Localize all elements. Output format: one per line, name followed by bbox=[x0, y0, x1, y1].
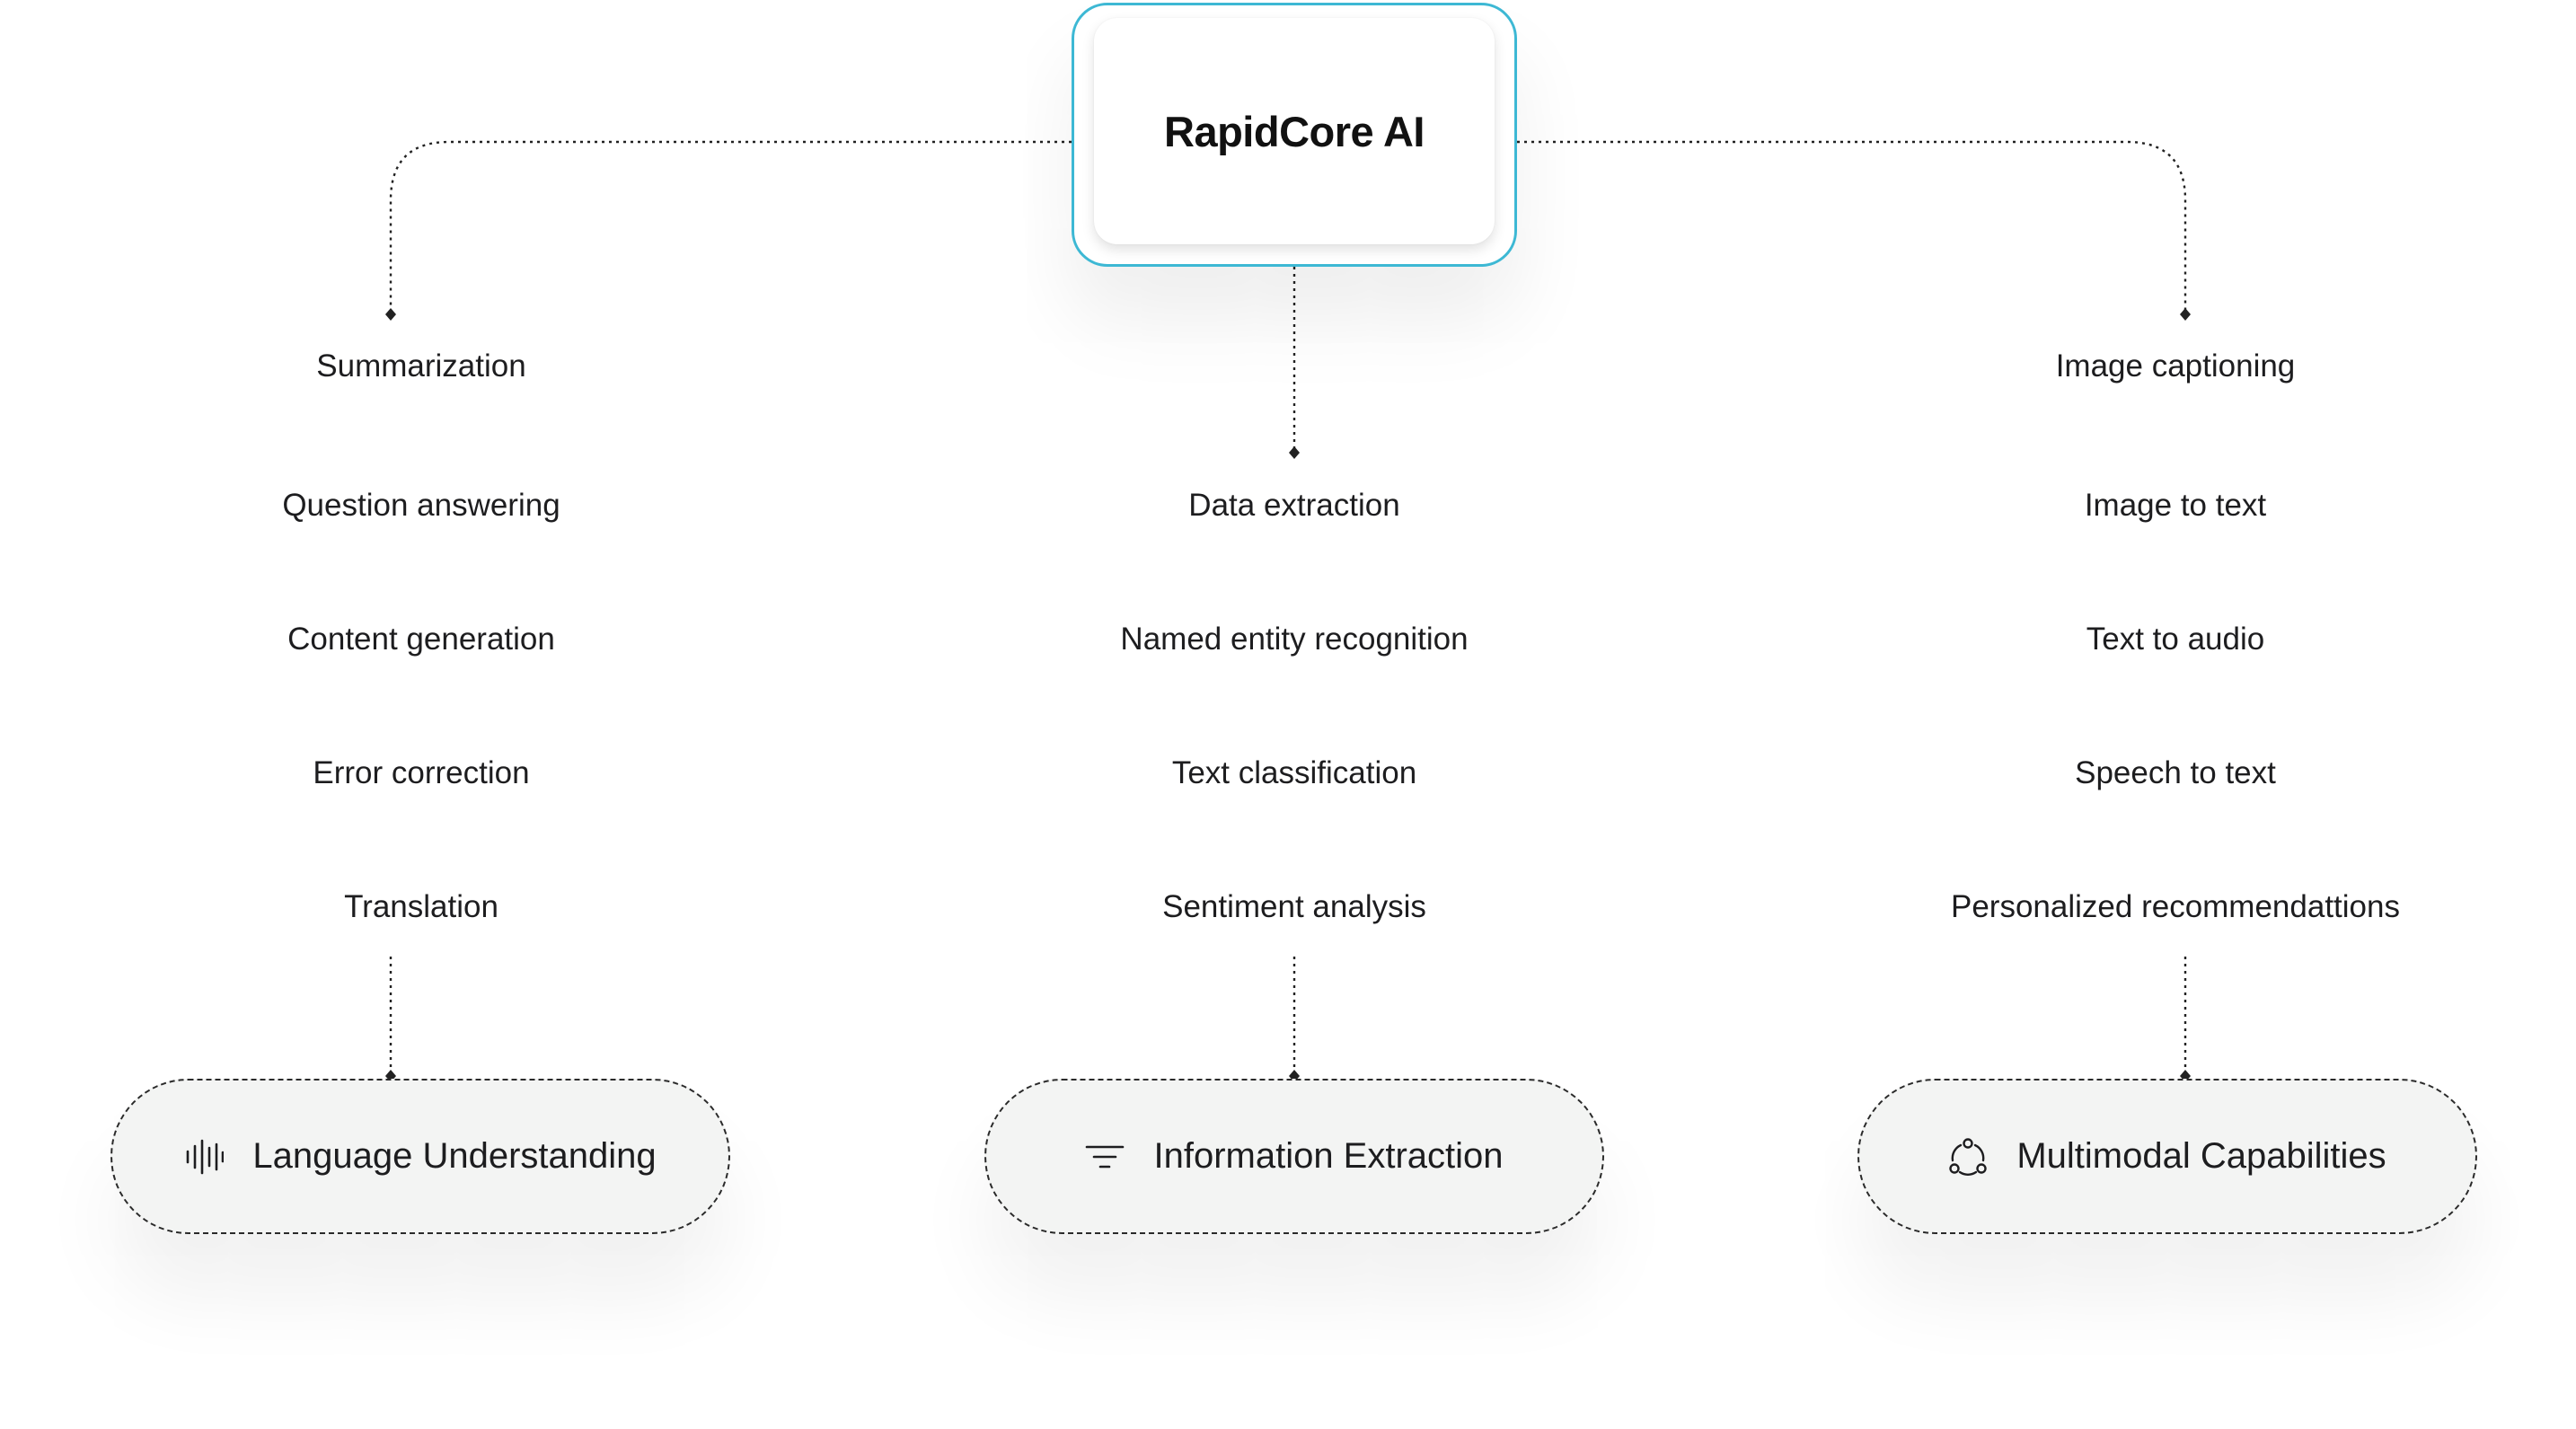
soundwave-icon bbox=[187, 1139, 225, 1174]
category-multimodal-capabilities: Multimodal Capabilities bbox=[1857, 1079, 2477, 1234]
feature-item: Error correction bbox=[313, 755, 530, 790]
feature-item: Image captioning bbox=[2055, 348, 2296, 384]
category-label: Language Understanding bbox=[252, 1136, 657, 1176]
network-nodes-icon bbox=[1949, 1137, 1988, 1176]
category-label: Information Extraction bbox=[1153, 1136, 1504, 1176]
connector-root-right bbox=[1517, 140, 2187, 314]
feature-item: Personalized recommendattions bbox=[1951, 889, 2400, 924]
arrowhead-left bbox=[385, 308, 396, 321]
filter-lines-icon bbox=[1086, 1145, 1125, 1168]
feature-item: Content generation bbox=[287, 622, 555, 657]
root-node-card: RapidCore AI bbox=[1094, 18, 1495, 244]
feature-item: Image to text bbox=[2084, 488, 2267, 523]
connector-root-left bbox=[389, 140, 1072, 314]
feature-item: Translation bbox=[344, 889, 498, 924]
category-language-understanding: Language Understanding bbox=[110, 1079, 730, 1234]
category-information-extraction: Information Extraction bbox=[984, 1079, 1604, 1234]
arrowhead-middle bbox=[1289, 446, 1300, 459]
feature-item: Speech to text bbox=[2075, 755, 2276, 790]
feature-item: Text classification bbox=[1171, 755, 1417, 790]
feature-item: Text to audio bbox=[2086, 622, 2265, 657]
category-label: Multimodal Capabilities bbox=[2016, 1136, 2386, 1176]
feature-item: Sentiment analysis bbox=[1162, 889, 1426, 924]
feature-item: Summarization bbox=[316, 348, 526, 384]
root-node: RapidCore AI bbox=[1072, 3, 1517, 267]
feature-item: Named entity recognition bbox=[1120, 622, 1469, 657]
root-title: RapidCore AI bbox=[1164, 107, 1425, 155]
feature-item: Data extraction bbox=[1188, 488, 1400, 523]
arrowhead-right bbox=[2180, 308, 2191, 321]
feature-item: Question answering bbox=[282, 488, 560, 523]
